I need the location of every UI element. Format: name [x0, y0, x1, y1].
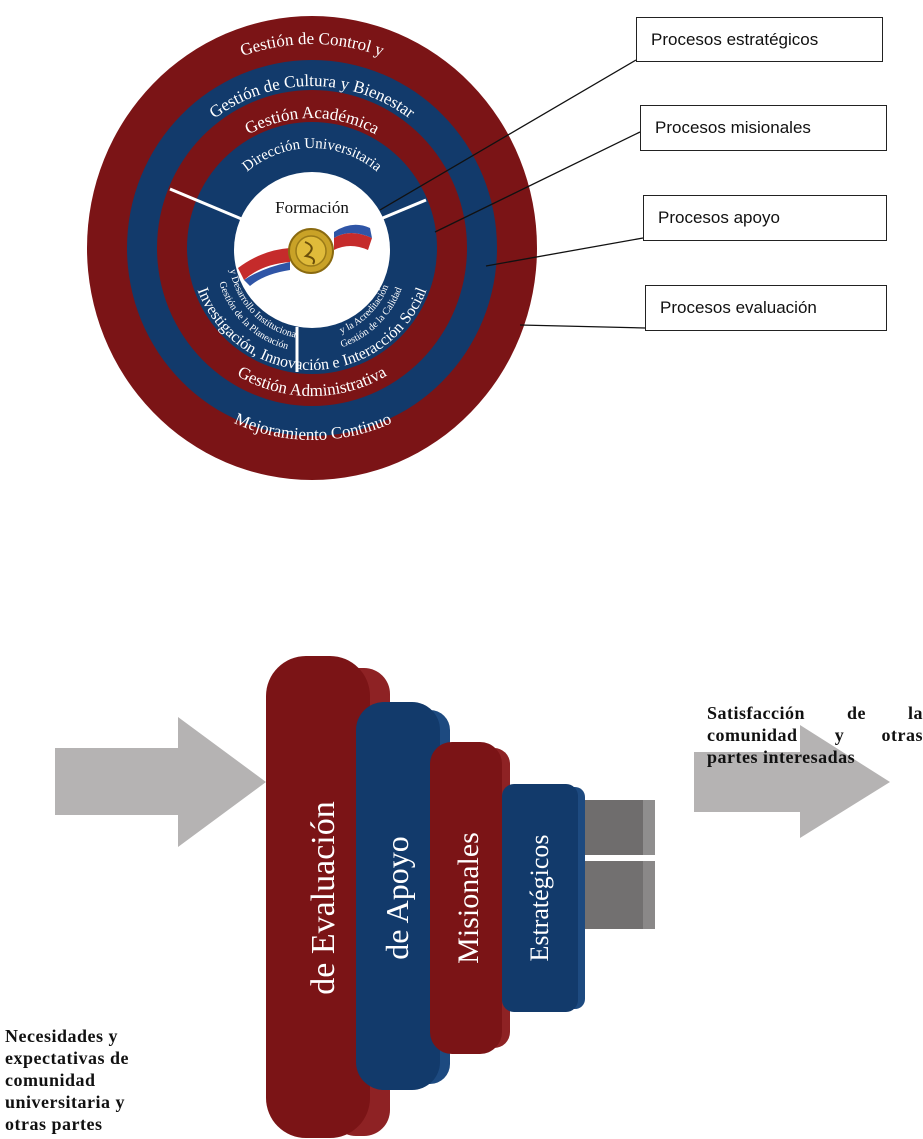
label-procesos-evaluacion: Procesos evaluación [645, 285, 887, 331]
leader-misionales [434, 131, 641, 233]
input-text-line-2: expectativas de [5, 1048, 129, 1068]
output-arrow-icon [694, 725, 890, 838]
input-text-line-3: comunidad [5, 1070, 96, 1090]
output-text-line-2: comunidad y otras [707, 725, 923, 745]
divider-right [377, 198, 427, 222]
medal-icon [238, 224, 372, 286]
layer-evaluacion [266, 656, 370, 1138]
layer-label-estrategicos: Estratégicos [525, 834, 554, 961]
input-text-line-1: Necesidades y [5, 1026, 118, 1046]
leader-estrategicos [379, 59, 637, 211]
output-text: Satisfacción de la comunidad y otras par… [707, 702, 923, 768]
output-text-line-1: Satisfacción de la [707, 703, 923, 723]
layer-diagram: de Evaluación de Apoyo Misionales Estrat… [55, 656, 890, 1138]
layer-label-evaluacion: de Evaluación [305, 801, 342, 995]
divider-left [169, 187, 245, 222]
layer-apoyo [356, 702, 440, 1090]
leader-lines [379, 59, 646, 329]
input-arrow-shape [55, 717, 266, 847]
output-text-line-3: partes interesadas [707, 747, 856, 767]
core-block-top-front [583, 800, 643, 855]
core-block-bottom-front [583, 861, 643, 929]
leader-evaluacion [519, 324, 646, 329]
input-text: Necesidades y expectativas de comunidad … [5, 1025, 205, 1135]
input-text-line-4: universitaria y [5, 1092, 125, 1112]
label-procesos-apoyo: Procesos apoyo [643, 195, 887, 241]
layer-label-apoyo: de Apoyo [379, 836, 415, 960]
label-procesos-misionales: Procesos misionales [640, 105, 887, 151]
label-procesos-estrategicos: Procesos estratégicos [636, 17, 883, 62]
layer-label-misionales: Misionales [452, 832, 485, 964]
process-wheel: Gestión de Control y Mejoramiento Contin… [87, 16, 537, 480]
input-text-line-5: otras partes [5, 1114, 103, 1134]
layer-misionales [430, 742, 502, 1054]
layer-estrategicos [502, 784, 578, 1012]
leader-apoyo [485, 237, 644, 267]
center-label: Formación [275, 198, 349, 217]
